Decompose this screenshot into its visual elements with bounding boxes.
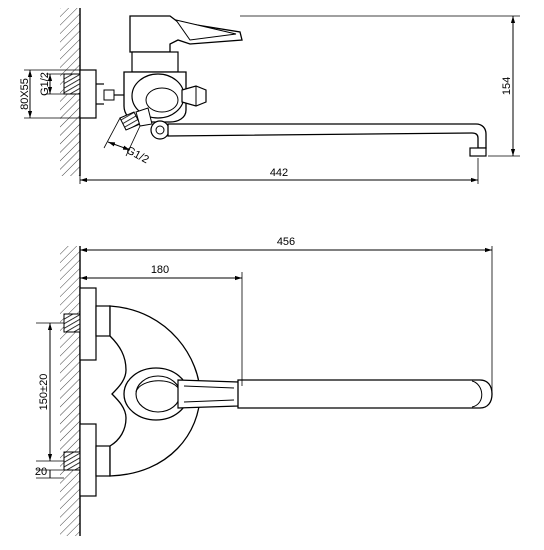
dim-thread-inlet-label: G1/2: [124, 144, 151, 166]
dim-center-label: 150±20: [38, 374, 50, 411]
dim-flange-label: 80X55: [19, 78, 31, 110]
top-view: 456 180 150±20 20: [35, 236, 493, 536]
flange-plate: [79, 69, 97, 119]
dim-height-label: 154: [501, 77, 513, 95]
spout-side: [167, 123, 487, 149]
dim-offset-label: 20: [35, 466, 47, 478]
diverter-knob: [181, 85, 207, 107]
spout-top: [237, 379, 493, 409]
dim-partial-label: 180: [151, 264, 169, 276]
wall-hatch-top: [60, 246, 80, 536]
dim-total-label: 456: [277, 236, 295, 248]
dim-thread-top-label: G1/2: [39, 72, 51, 96]
aerator: [469, 147, 487, 157]
inlet-thread-upper: [63, 313, 81, 333]
inlet-thread-side: [63, 73, 81, 95]
inlet-thread-lower: [63, 451, 81, 471]
dim-length-label: 442: [270, 167, 288, 179]
lever-top: [177, 379, 242, 409]
side-view: 154 442 80X55 G1/2 G1/2: [19, 8, 520, 184]
